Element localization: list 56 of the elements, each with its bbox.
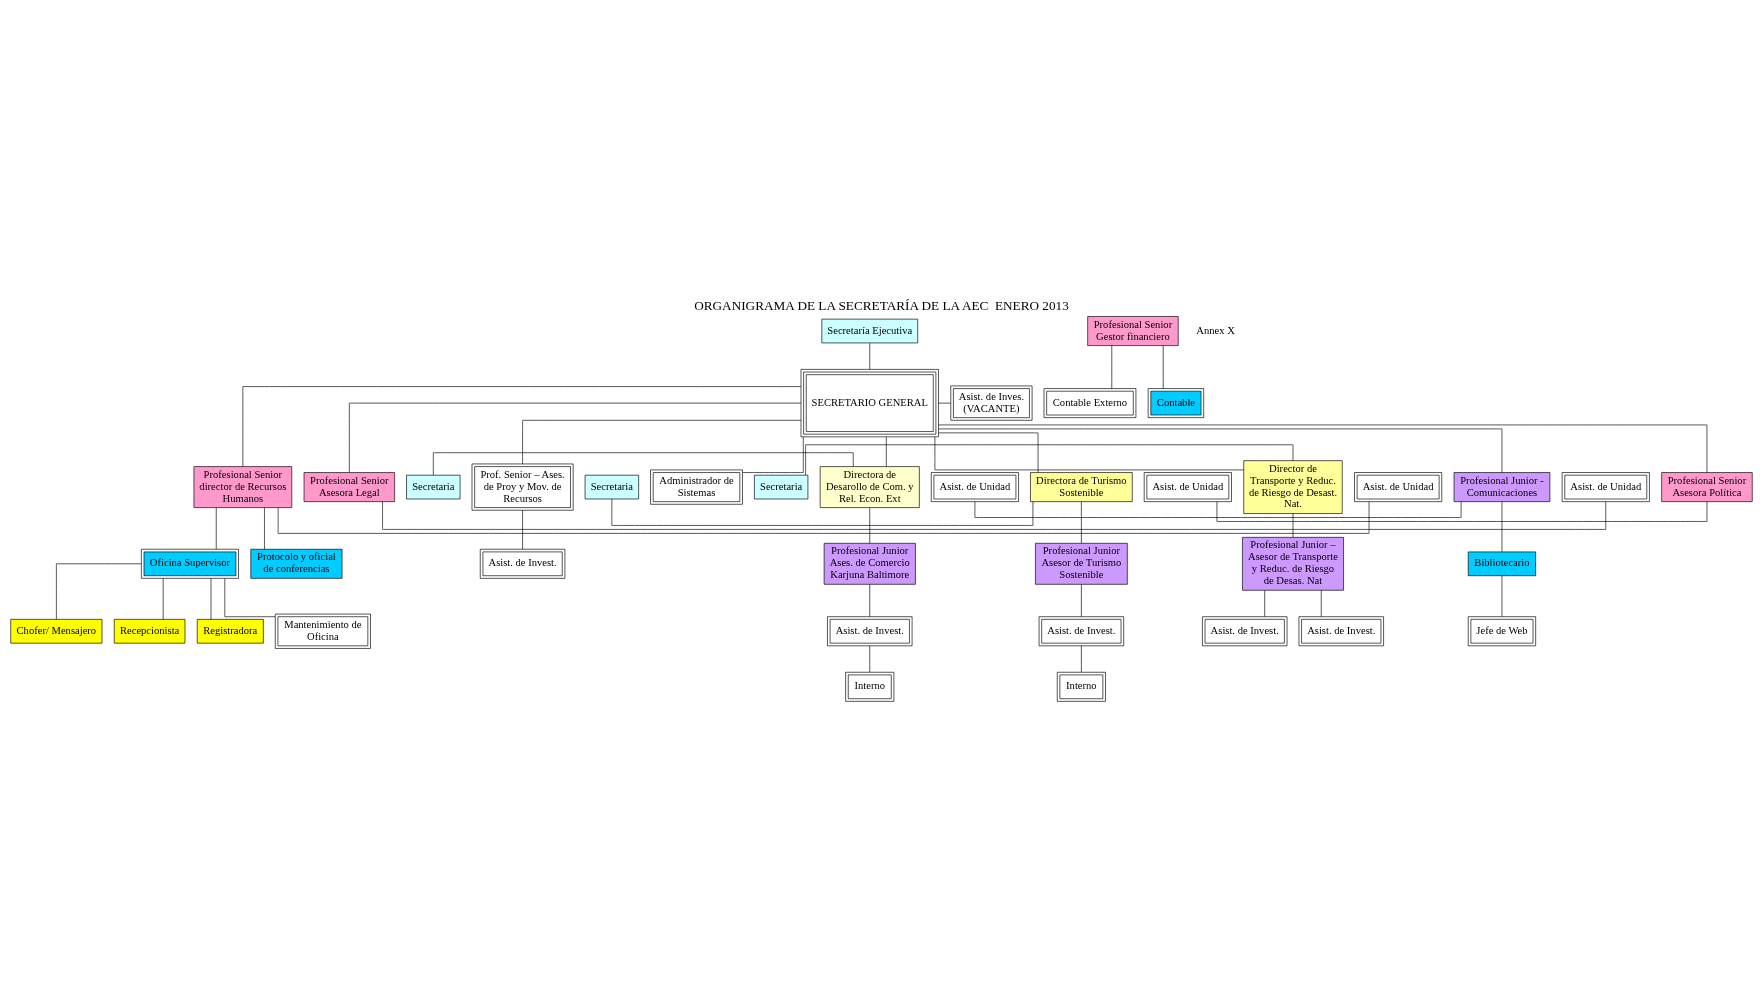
connector xyxy=(215,506,217,549)
connector xyxy=(938,402,951,403)
connector xyxy=(1264,589,1266,617)
connector xyxy=(805,443,1294,475)
connector xyxy=(522,509,523,549)
connector xyxy=(1111,344,1113,389)
connector xyxy=(1081,583,1082,617)
node-box: Chofer/ Mensajero xyxy=(10,618,103,643)
connector xyxy=(1216,500,1708,522)
node-box: Profesional Junior - Comunicaciones xyxy=(1453,471,1551,502)
connector xyxy=(742,436,804,473)
connector xyxy=(1162,344,1164,389)
node-box: Registradora xyxy=(196,618,264,643)
label: Annex X xyxy=(1196,324,1235,336)
node-box: Profesional Junior Ases. de Comercio Karjuna Baltimore xyxy=(823,542,916,585)
connector xyxy=(522,419,802,464)
connector xyxy=(1320,589,1322,617)
node-box: Profesional Junior – Asesor de Transporte y Reduc. de Riesgo de Desas. Nat xyxy=(1242,536,1344,591)
connector xyxy=(974,500,1462,518)
connector xyxy=(277,500,1370,534)
node-box: Secretaria xyxy=(406,474,461,499)
connector xyxy=(264,506,265,549)
connector xyxy=(938,432,1039,473)
connector xyxy=(1081,645,1082,672)
connector xyxy=(1292,512,1294,538)
node-box: Profesional Junior Asesor de Turismo Sostenible xyxy=(1035,542,1128,585)
connector xyxy=(885,436,887,467)
node-box: Protocolo y oficial de conferencias xyxy=(250,548,343,579)
node-box: Profesional Senior Asesora Política xyxy=(1661,471,1753,502)
node-box: Secretaria xyxy=(754,474,809,499)
connector xyxy=(869,342,871,370)
connector xyxy=(433,451,854,475)
node-box: Secretaria xyxy=(584,474,639,499)
node-box: Recepcionista xyxy=(113,618,186,643)
connector xyxy=(869,583,871,617)
node-box: Director de Transporte y Reduc. de Riesgo de Desast. Nat. xyxy=(1243,459,1343,514)
node-box: Profesional Senior Asesora Legal xyxy=(303,471,395,502)
node-box: Profesional Senior director de Recursos Humanos xyxy=(193,465,293,508)
node-box: Bibliotecario xyxy=(1467,551,1536,576)
connector xyxy=(938,424,1708,473)
connector xyxy=(242,385,802,467)
connector xyxy=(162,577,164,620)
node-box: Profesional Senior Gestor financiero xyxy=(1087,315,1179,346)
connector xyxy=(611,498,1034,526)
node-box: Directora de Turismo Sostenible xyxy=(1030,471,1133,502)
connector xyxy=(938,428,1503,473)
connector xyxy=(934,436,1244,470)
connector xyxy=(224,577,276,617)
connector xyxy=(1501,500,1503,552)
diagram-title: ORGANIGRAMA DE LA SECRETARÍA DE LA AEC ENERO 2013 xyxy=(694,297,1069,313)
connector xyxy=(349,402,802,473)
node-box: Directora de Desarollo de Com. y Rel. Econ. Ext xyxy=(819,465,920,508)
connector xyxy=(1081,500,1082,543)
connector xyxy=(869,506,871,544)
node-box: Secretaría Ejecutiva xyxy=(821,318,919,343)
connector xyxy=(382,500,1607,530)
